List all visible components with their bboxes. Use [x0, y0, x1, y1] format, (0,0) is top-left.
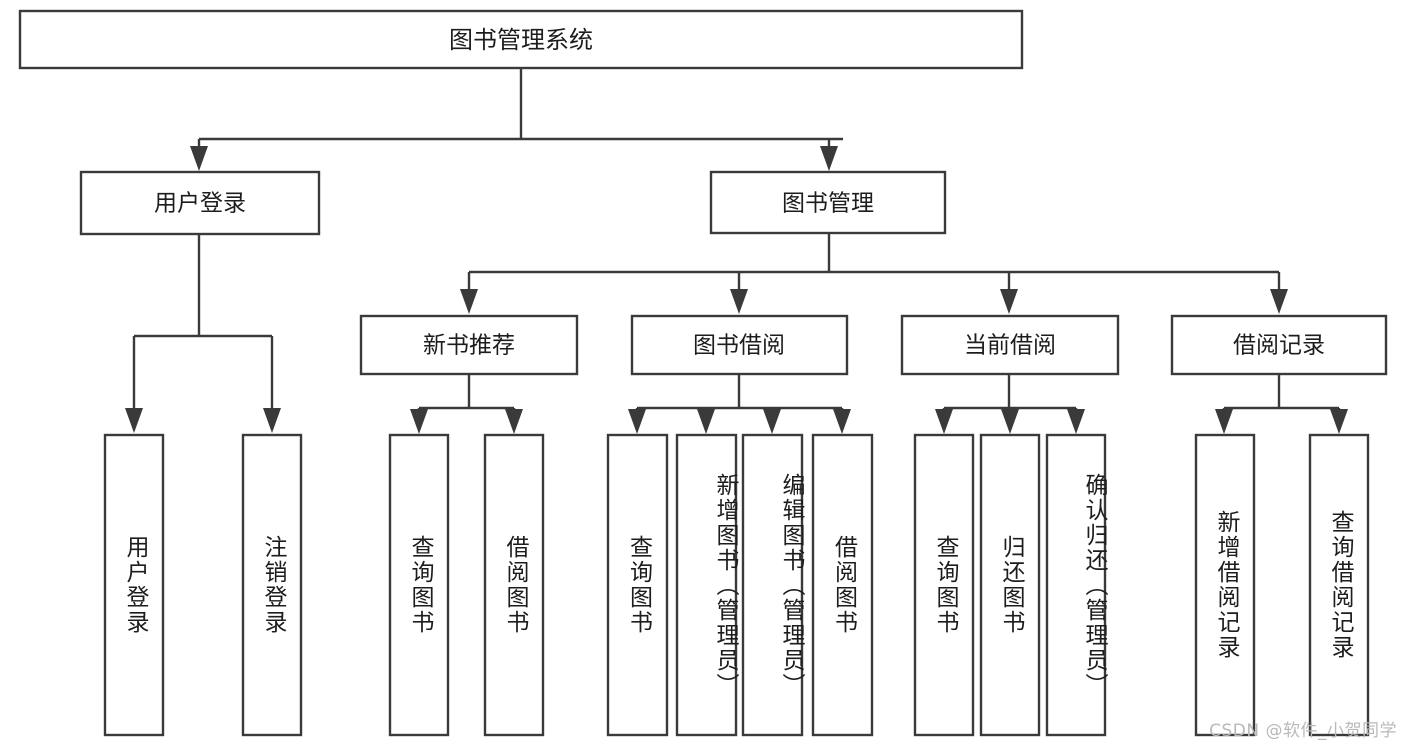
node-borrow-record-label: 借阅记录 — [1233, 333, 1325, 359]
node-borrow-record[interactable]: 借阅记录 — [1170, 314, 1388, 376]
node-leaf-query-book-2[interactable] — [606, 433, 669, 737]
node-leaf-user-login[interactable] — [103, 433, 165, 737]
csdn-watermark: CSDN @软件_小贺同学 — [1209, 721, 1397, 741]
node-leaf-return-book[interactable] — [979, 433, 1041, 737]
connector-root-to-level2 — [190, 68, 843, 171]
node-current-borrow[interactable]: 当前借阅 — [900, 314, 1120, 376]
node-user-login-label: 用户登录 — [154, 191, 246, 217]
node-root-label: 图书管理系统 — [449, 26, 593, 54]
node-leaf-query-book-3[interactable] — [913, 433, 975, 737]
connector-bookborrow-to-leaves — [628, 374, 851, 434]
connector-bookmgmt-to-level3 — [460, 233, 1288, 314]
connector-borrowrecord-to-leaves — [1215, 374, 1348, 434]
node-leaf-query-record[interactable] — [1308, 433, 1370, 737]
node-leaf-edit-book[interactable] — [741, 433, 804, 737]
connector-newbook-to-leaves — [410, 374, 523, 434]
node-new-book-recommend[interactable]: 新书推荐 — [359, 314, 579, 376]
node-leaf-confirm-return[interactable] — [1045, 433, 1107, 737]
connector-currentborrow-to-leaves — [935, 374, 1085, 434]
node-book-management[interactable]: 图书管理 — [709, 170, 947, 235]
node-book-management-label: 图书管理 — [782, 191, 874, 217]
node-leaf-add-record[interactable] — [1194, 433, 1256, 737]
node-new-book-recommend-label: 新书推荐 — [423, 333, 515, 359]
node-current-borrow-label: 当前借阅 — [964, 333, 1056, 359]
node-leaf-query-book-1[interactable] — [388, 433, 450, 737]
node-leaf-borrow-book-2[interactable] — [811, 433, 874, 737]
node-book-borrow[interactable]: 图书借阅 — [630, 314, 849, 376]
node-book-borrow-label: 图书借阅 — [693, 333, 785, 359]
node-leaf-borrow-book-1[interactable] — [483, 433, 545, 737]
node-user-login[interactable]: 用户登录 — [79, 170, 321, 236]
node-leaf-user-logout[interactable] — [241, 433, 303, 737]
node-leaf-add-book[interactable] — [675, 433, 738, 737]
connector-userlogin-to-leaves — [125, 234, 281, 433]
node-root[interactable]: 图书管理系统 — [18, 9, 1024, 70]
